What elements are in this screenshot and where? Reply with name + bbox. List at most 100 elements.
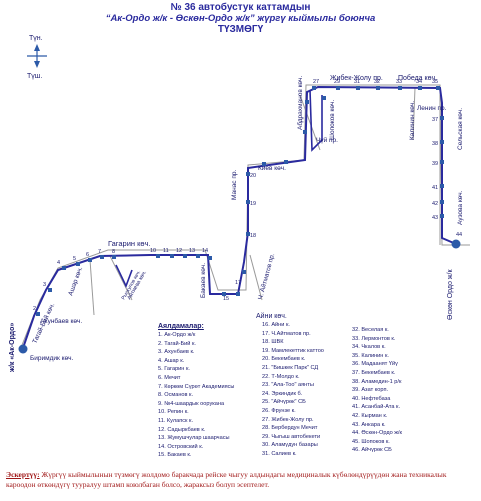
stop-number: 44 [456, 232, 462, 238]
legend-item: 37. Бекембаев к. [352, 369, 396, 376]
compass-north-label: Түн. [29, 35, 43, 42]
note-text: Жүргүү кыймылынын түзмөгү жолдомо баракч… [6, 470, 447, 489]
stop-number: 31 [354, 79, 360, 85]
legend-item: 12. Садыркбаев к. [158, 426, 206, 433]
legend-item: 14. Островский к. [158, 443, 204, 450]
stop-number: 38 [432, 141, 438, 147]
stop-marker [62, 266, 66, 270]
stop-number: 42 [432, 201, 438, 207]
stop-number: 35 [432, 79, 438, 85]
stop-marker [112, 255, 116, 259]
street-label: Бакаев көч. [200, 263, 207, 298]
legend-item: 33. Лермонтов к. [352, 335, 396, 342]
street-label: Аузова көч. [457, 190, 464, 225]
legend-item: 18. ШВК [262, 339, 284, 346]
legend-item: 7. Көркөм Сүрөт Академиясы [158, 383, 235, 390]
stop-marker [440, 140, 444, 144]
stop-number: 29 [334, 79, 340, 85]
street-label: Айни көч. [256, 312, 287, 320]
route-line [22, 85, 457, 349]
legend-item: 8. Османов к. [158, 392, 194, 399]
street-label: Ашар көч. [67, 266, 84, 297]
legend-item: 15. Бакаев к. [158, 452, 192, 459]
stop-number: 8 [112, 249, 115, 255]
stop-number: 6 [86, 252, 89, 258]
legend-item: 42. Кырман к. [352, 412, 388, 419]
legend-item: 43. Анкара к. [352, 421, 386, 428]
stop-number: 39 [432, 161, 438, 167]
stop-marker [418, 86, 422, 90]
legend-column-3: 32. Веселая к. 33. Лермонтов к. 34. Чкал… [352, 326, 402, 455]
street-label: Калинин көч. [409, 101, 416, 140]
legend-item: 23. "Ала-Тоо" аянты [262, 382, 314, 389]
legend-item: 46. Айчүрөк СБ [352, 447, 392, 454]
stop-marker [436, 86, 440, 90]
stop-number: 17 [235, 280, 241, 286]
stop-marker [440, 160, 444, 164]
street-label: Сельская көч. [457, 108, 464, 150]
legend-item: 16. Айни к. [262, 322, 290, 328]
stop-marker [376, 86, 380, 90]
stop-marker [305, 100, 309, 104]
legend-item: 10. Репин к. [158, 409, 189, 416]
stop-marker [440, 116, 444, 120]
legend-item: 34. Чкалов к. [352, 344, 386, 351]
stop-marker [48, 288, 52, 292]
street-label: Шопоков көч. [329, 100, 336, 140]
stop-number: 19 [250, 201, 256, 207]
legend-title: Аялдамалар: [158, 323, 204, 330]
legend-item: 30. Аламүдүн базары [262, 442, 318, 449]
legend-item: 5. Гагарин к. [158, 366, 190, 373]
legend-item: 35. Калинин к. [352, 352, 389, 359]
legend-item: 3. Ахунбаев к. [158, 349, 195, 356]
legend-item: 21. "Бишкек Парк" СД [262, 364, 319, 371]
stop-number: 27 [313, 79, 319, 85]
legend-item: 13. Жумушчулар шаарчасы [158, 435, 230, 442]
stop-numbers: 2 3 4 5 6 7 8 10 11 12 13 14 15 17 18 19… [33, 79, 462, 312]
stop-marker [440, 184, 444, 188]
street-label: Манас пр. [231, 170, 238, 200]
legend-item: 19. Мамлекеттик каттоо [262, 347, 324, 354]
legend-column-2: 16. Айни к. 17. Ч.Айтматов пр. 18. ШВК 1… [262, 321, 324, 459]
stop-number: 7 [98, 249, 101, 255]
legend-item: 31. Салиев к. [262, 450, 297, 457]
legend-item: 32. Веселая к. [352, 327, 389, 333]
stop-1-marker [18, 344, 28, 354]
stop-number: 43 [432, 215, 438, 221]
stop-number: 37 [432, 117, 438, 123]
stop-marker [246, 172, 250, 176]
stop-marker [76, 262, 80, 266]
stop-marker [262, 162, 266, 166]
stop-marker [336, 86, 340, 90]
street-label: Чүй пр. [316, 136, 338, 144]
legend-item: 44. Өскөн-Ордо ж/к [352, 430, 402, 437]
street-label: Ахунбаев көч. [40, 317, 82, 325]
stop-marker [440, 200, 444, 204]
stop-number: 14 [202, 248, 208, 254]
compass: Түн. Түш. [27, 35, 47, 80]
note-label: Эскертүү: [6, 470, 40, 479]
stop-marker [100, 255, 104, 259]
legend-item: 27. Жибек-Жолу пр. [262, 416, 314, 423]
stop-number: 41 [432, 185, 438, 191]
street-label: Жибек-Жолу пр. [330, 74, 383, 82]
legend-item: 4. Ашар к. [158, 357, 185, 364]
street-label: Абдрахманов көч. [296, 76, 304, 130]
stop-number: 13 [189, 248, 195, 254]
street-label: ж/к «Ак-Ордо» [9, 323, 16, 373]
stop-marker [398, 86, 402, 90]
stop-number: 18 [250, 233, 256, 239]
stop-marker [222, 292, 226, 296]
street-label: Киев көч. [258, 165, 286, 172]
stop-number: 32 [374, 79, 380, 85]
stop-marker [242, 270, 246, 274]
legend-item: 28. Бербердун Мечит [262, 425, 318, 432]
stop-marker [303, 130, 307, 134]
legend-item: 38. Аламедин-1 р/к [352, 378, 402, 385]
street-label: Ч. Айтматов пр. [256, 252, 276, 300]
compass-south-label: Түш. [27, 73, 42, 80]
stop-number: 11 [163, 248, 169, 254]
stop-marker [196, 254, 200, 258]
legend-item: 20. Бекембаев к. [262, 356, 306, 363]
